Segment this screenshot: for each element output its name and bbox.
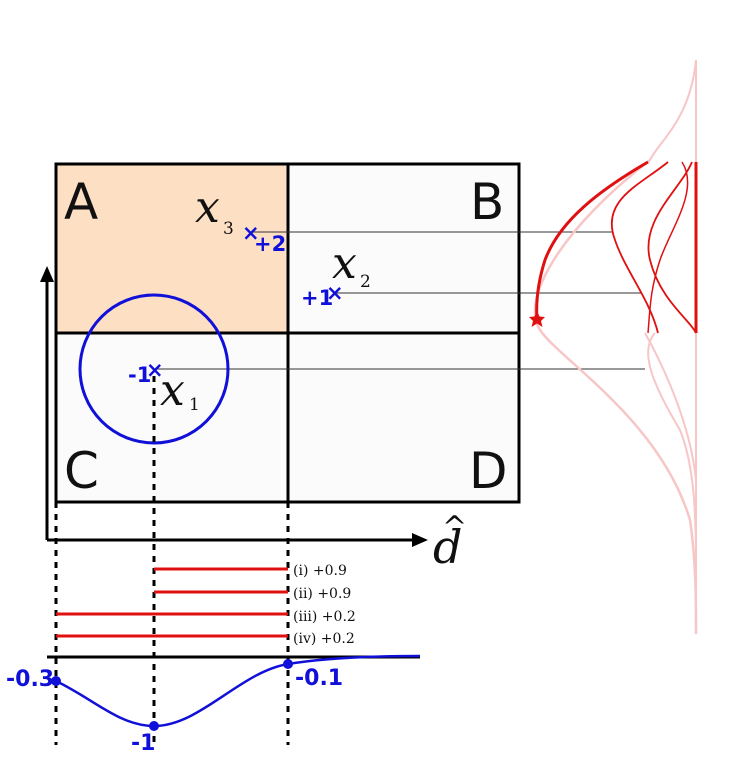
point-x1-value: -1 xyxy=(128,363,151,387)
y-axis-arrowhead xyxy=(40,266,54,282)
projection-lines xyxy=(154,231,645,370)
point-x1-sub: 1 xyxy=(189,395,200,415)
point-x2-var: x xyxy=(332,238,357,289)
quadrant-grid xyxy=(54,162,521,504)
interval-label-iii: (iii) +0.2 xyxy=(293,609,356,625)
quadrant-label-c: C xyxy=(64,442,99,500)
point-x3-var: x xyxy=(195,182,220,233)
interval-label-iv: (iv) +0.2 xyxy=(293,631,355,647)
point-x3-sub: 3 xyxy=(223,219,234,239)
distribution-curve-strong-3 xyxy=(647,161,697,334)
axes: d ^ xyxy=(40,266,467,574)
point-x2-sub: 2 xyxy=(360,272,371,292)
value-curve xyxy=(55,654,421,728)
point-x3: × +2 x 3 xyxy=(195,182,286,256)
distribution-peak-star-icon xyxy=(529,311,545,327)
intervals xyxy=(56,567,288,638)
x1-neighborhood-circle xyxy=(78,293,230,445)
point-x2-value: +1 xyxy=(301,286,333,310)
x-axis-label: d xyxy=(433,520,462,574)
interval-label-i: (i) +0.9 xyxy=(293,563,347,579)
interval-label-ii: (ii) +0.9 xyxy=(293,586,351,602)
quadrant-label-b: B xyxy=(470,173,504,231)
point-x2: × +1 x 2 xyxy=(301,238,371,310)
distribution-curve-strong-2 xyxy=(610,161,669,334)
point-x1: × -1 x 1 xyxy=(128,358,200,416)
point-x2-marker: × xyxy=(326,281,344,305)
point-x1-marker: × xyxy=(146,358,164,382)
distribution-curve-strong-main xyxy=(535,160,649,321)
distribution-curve-faint-3 xyxy=(647,332,697,561)
x-axis-arrowhead xyxy=(412,533,428,547)
curve-point-right xyxy=(283,659,293,669)
distribution-curve-faint-2 xyxy=(644,332,697,481)
distribution-curve-faint-wide xyxy=(649,59,697,161)
distribution-curve-faint-1 xyxy=(533,159,698,635)
distributions xyxy=(529,59,698,635)
quadrant-label-d: D xyxy=(469,442,508,500)
point-x3-value: +2 xyxy=(254,232,286,256)
x-axis-label-hat: ^ xyxy=(442,510,467,545)
point-x3-marker: × xyxy=(242,221,260,245)
curve-point-middle xyxy=(149,721,159,731)
quadrant-label-a: A xyxy=(64,173,98,231)
distribution-curve-strong-4 xyxy=(647,161,689,334)
point-x1-var: x xyxy=(160,365,185,416)
dashed-guides xyxy=(54,376,290,745)
quadrant-a-highlight xyxy=(56,164,288,333)
curve-value-left: -0.3 xyxy=(6,667,54,692)
curve-value-right: -0.1 xyxy=(295,666,343,691)
curve-point-left xyxy=(51,676,61,686)
curve-value-middle: -1 xyxy=(131,731,155,756)
